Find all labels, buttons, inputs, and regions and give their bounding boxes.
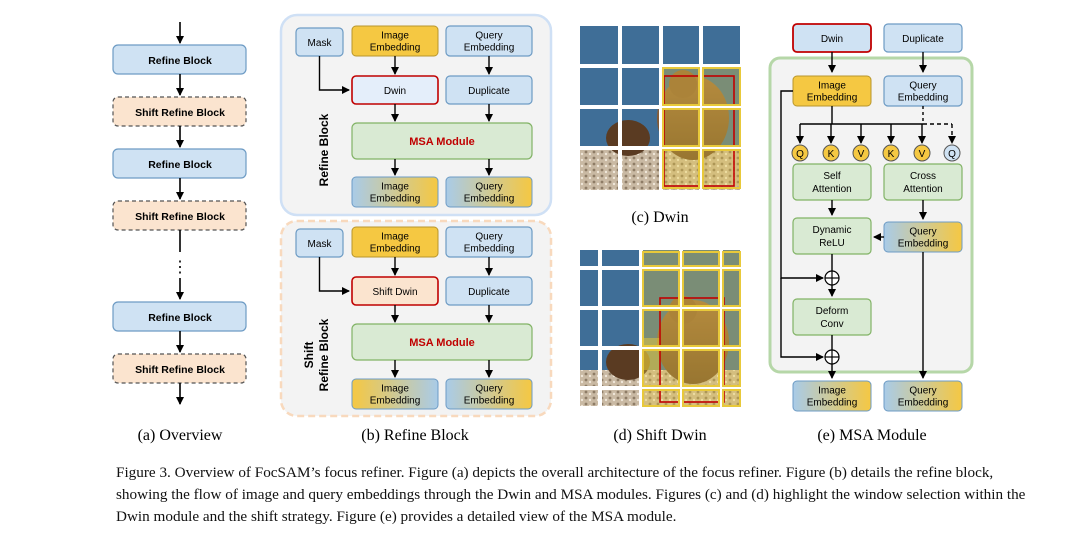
deform-conv-box: Deform — [816, 306, 849, 317]
svg-text:Embedding: Embedding — [464, 194, 515, 205]
svg-text:Query: Query — [475, 232, 502, 243]
shift-dwin-box: Shift Dwin — [372, 287, 417, 298]
overview-refine-block-3: Refine Block — [112, 301, 247, 332]
shift-dwin-image — [580, 250, 741, 407]
svg-text:Q: Q — [948, 149, 956, 160]
svg-text:Refine Block: Refine Block — [317, 318, 331, 391]
svg-text:Query: Query — [475, 182, 502, 193]
svg-text:K: K — [888, 149, 895, 160]
figure-3: Refine Block Shift Refine Block Refine B… — [112, 13, 974, 444]
svg-text:Refine Block: Refine Block — [148, 159, 212, 171]
svg-text:Embedding: Embedding — [370, 43, 421, 54]
svg-text:Shift Refine Block: Shift Refine Block — [135, 364, 225, 376]
svg-text:Attention: Attention — [903, 184, 942, 195]
msa-dwin-box: Dwin — [821, 34, 843, 45]
svg-text:Embedding: Embedding — [807, 398, 858, 409]
svg-text:Query: Query — [475, 384, 502, 395]
svg-text:Embedding: Embedding — [464, 396, 515, 407]
svg-text:K: K — [828, 149, 835, 160]
caption-c: (c) Dwin — [631, 209, 688, 226]
svg-text:Image: Image — [381, 182, 409, 193]
shift-refine-block-container — [279, 219, 553, 418]
svg-text:MSA Module: MSA Module — [409, 337, 475, 349]
panel-b-refine-block: Refine Block Mask Image Embedding Query … — [279, 13, 553, 444]
panel-e-msa-module: Dwin Duplicate Image Embedding Query Emb… — [768, 23, 974, 444]
cross-attention-box: Cross — [910, 171, 936, 182]
svg-text:Query: Query — [909, 81, 936, 92]
svg-text:Embedding: Embedding — [370, 244, 421, 255]
svg-text:Shift Refine Block: Shift Refine Block — [135, 107, 225, 119]
svg-text:Refine Block: Refine Block — [148, 312, 212, 324]
duplicate-box: Duplicate — [468, 86, 510, 97]
svg-text:Refine Block: Refine Block — [148, 55, 212, 67]
dwin-image — [580, 26, 741, 190]
svg-text:Query: Query — [909, 227, 936, 238]
svg-text:Embedding: Embedding — [898, 93, 949, 104]
overview-shift-refine-block-2: Shift Refine Block — [112, 200, 247, 231]
svg-text:V: V — [919, 149, 926, 160]
residual-add-2 — [824, 349, 840, 365]
svg-text:Embedding: Embedding — [370, 194, 421, 205]
self-attention-box: Self — [823, 171, 840, 182]
svg-text:Conv: Conv — [820, 319, 843, 330]
panel-d-shift-dwin: (d) Shift Dwin — [580, 250, 741, 444]
overview-refine-block-1: Refine Block — [112, 44, 247, 75]
svg-text:Q: Q — [796, 149, 804, 160]
svg-text:Embedding: Embedding — [464, 43, 515, 54]
svg-text:Image: Image — [381, 384, 409, 395]
svg-text:Shift Refine Block: Shift Refine Block — [135, 211, 225, 223]
svg-text:Image: Image — [818, 81, 846, 92]
svg-text:ReLU: ReLU — [819, 238, 845, 249]
overview-refine-block-2: Refine Block — [112, 148, 247, 179]
caption-a: (a) Overview — [138, 427, 223, 444]
caption-b: (b) Refine Block — [361, 427, 469, 444]
svg-text:Embedding: Embedding — [370, 396, 421, 407]
svg-text:V: V — [858, 149, 865, 160]
figure-caption: Figure 3. Overview of FocSAM’s focus ref… — [116, 464, 1026, 525]
svg-text:Attention: Attention — [812, 184, 851, 195]
overview-shift-refine-block-1: Shift Refine Block — [112, 96, 247, 127]
caption-d: (d) Shift Dwin — [613, 427, 706, 444]
caption-e: (e) MSA Module — [817, 427, 926, 444]
overview-ellipsis: ⋮ — [172, 259, 188, 276]
svg-text:Query: Query — [909, 386, 936, 397]
svg-text:Mask: Mask — [308, 239, 333, 250]
qkv-circles: Q K V K V Q — [791, 144, 961, 162]
refine-block-side-label: Refine Block — [317, 113, 331, 186]
refine-block-container — [279, 13, 553, 217]
msa-duplicate-box: Duplicate — [902, 34, 944, 45]
svg-text:Image: Image — [381, 232, 409, 243]
mask-box: Mask — [308, 38, 333, 49]
dynamic-relu-box: Dynamic — [813, 225, 852, 236]
svg-text:Embedding: Embedding — [464, 244, 515, 255]
overview-shift-refine-block-3: Shift Refine Block — [112, 353, 247, 384]
residual-add-1 — [824, 270, 840, 286]
svg-text:Image: Image — [381, 31, 409, 42]
svg-text:Query: Query — [475, 31, 502, 42]
svg-text:Embedding: Embedding — [898, 239, 949, 250]
msa-module-box: MSA Module — [409, 136, 475, 148]
svg-text:Embedding: Embedding — [807, 93, 858, 104]
svg-text:Shift: Shift — [302, 342, 316, 369]
dwin-box: Dwin — [384, 86, 406, 97]
svg-text:Duplicate: Duplicate — [468, 287, 510, 298]
svg-text:Image: Image — [818, 386, 846, 397]
panel-c-dwin: (c) Dwin — [580, 26, 741, 226]
panel-a-overview: Refine Block Shift Refine Block Refine B… — [112, 22, 247, 444]
svg-text:Embedding: Embedding — [898, 398, 949, 409]
